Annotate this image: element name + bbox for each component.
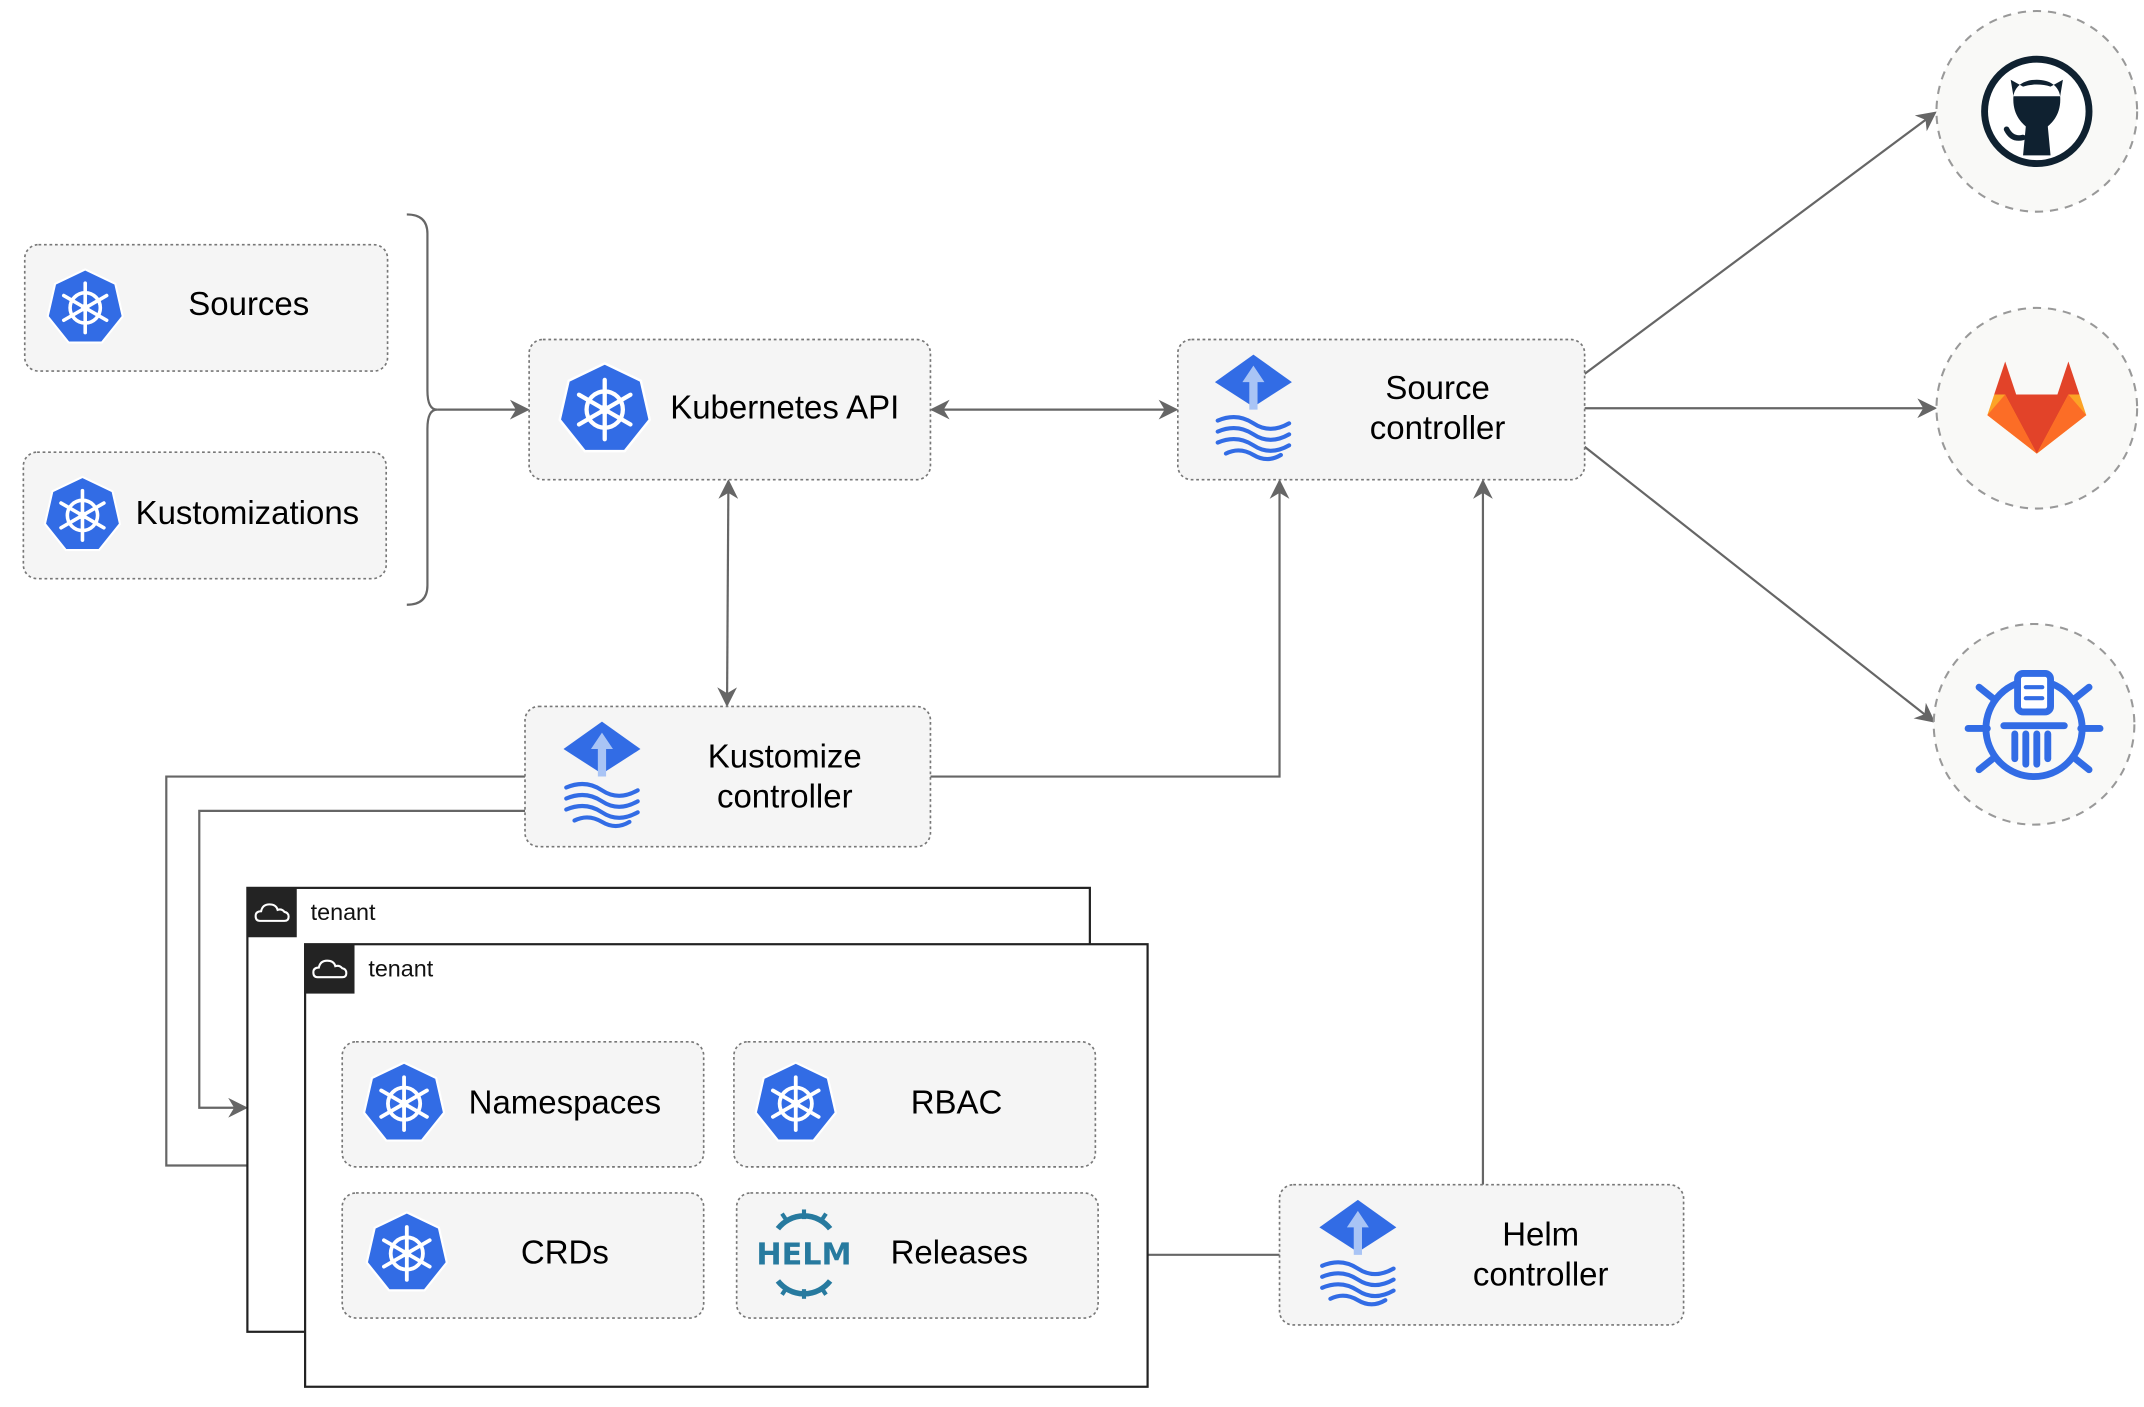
node-label-line2: controller bbox=[1473, 1256, 1609, 1293]
node-label: Sources bbox=[188, 285, 309, 322]
github-icon bbox=[1981, 55, 2093, 168]
cloud-icon bbox=[247, 887, 297, 938]
external-github[interactable] bbox=[1935, 9, 2139, 213]
tenant-label: tenant bbox=[368, 956, 433, 982]
gitlab-icon bbox=[1987, 361, 2087, 454]
node-label: Releases bbox=[891, 1234, 1028, 1271]
edge-source-to-bucket bbox=[1583, 445, 1936, 723]
node-kustomize-controller[interactable]: Kustomize controller bbox=[524, 705, 932, 848]
helm-logo-text: HELM bbox=[756, 1238, 851, 1273]
edge-kustomize-to-source bbox=[930, 479, 1290, 778]
node-releases[interactable]: HELM Releases bbox=[735, 1192, 1099, 1319]
edges bbox=[165, 111, 1938, 1265]
node-kubernetes-api[interactable]: Kubernetes API bbox=[528, 338, 932, 481]
node-helm-controller[interactable]: Helm controller bbox=[1278, 1183, 1685, 1326]
node-label-line1: Kustomize bbox=[708, 737, 862, 774]
node-label: Kubernetes API bbox=[670, 388, 899, 425]
node-label: Kustomizations bbox=[136, 494, 360, 531]
external-gitlab[interactable] bbox=[1935, 306, 2139, 510]
node-label-line1: Source bbox=[1385, 369, 1489, 406]
edge-kustomize-to-tenant-front bbox=[165, 775, 526, 1176]
node-source-controller[interactable]: Source controller bbox=[1177, 338, 1586, 481]
brace bbox=[406, 213, 438, 606]
node-label-line2: controller bbox=[1370, 409, 1506, 446]
bucket-icon bbox=[1964, 670, 2104, 780]
node-rbac[interactable]: RBAC bbox=[733, 1040, 1097, 1168]
node-sources[interactable]: Sources bbox=[23, 243, 389, 372]
edge-kustomize-to-tenant-back bbox=[198, 809, 526, 1118]
tenant-front[interactable]: tenant Namespaces RBAC CRDs bbox=[304, 943, 1149, 1388]
external-bucket[interactable] bbox=[1932, 622, 2136, 826]
helm-icon: HELM bbox=[756, 1209, 852, 1299]
edge-api-kustomize-controller bbox=[717, 479, 739, 708]
node-kustomizations[interactable]: Kustomizations bbox=[22, 451, 388, 580]
node-label: CRDs bbox=[521, 1234, 609, 1271]
cloud-icon bbox=[305, 944, 355, 994]
node-namespaces[interactable]: Namespaces bbox=[341, 1040, 705, 1168]
edge-source-to-github bbox=[1583, 111, 1937, 375]
node-label: RBAC bbox=[911, 1084, 1003, 1121]
node-label: Namespaces bbox=[469, 1084, 661, 1121]
tenant-label: tenant bbox=[311, 899, 376, 925]
node-label-line2: controller bbox=[717, 777, 853, 814]
node-crds[interactable]: CRDs bbox=[341, 1192, 705, 1319]
node-label-line1: Helm bbox=[1502, 1216, 1579, 1253]
